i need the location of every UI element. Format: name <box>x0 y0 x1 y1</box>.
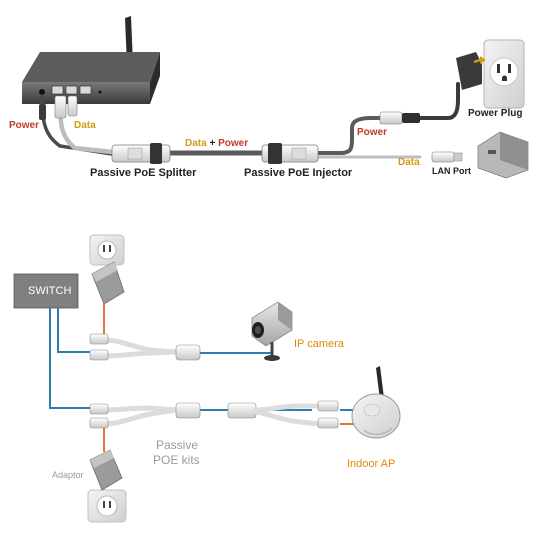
power-outlet-icon <box>456 39 525 109</box>
label-switch: SWITCH <box>28 285 72 297</box>
computer-icon <box>477 131 529 179</box>
label-data-right: Data <box>398 157 420 168</box>
wall-outlet-top-icon <box>89 234 125 266</box>
label-poe-kits: POE kits <box>153 453 200 467</box>
label-power-plug: Power Plug <box>468 108 523 119</box>
label-passive-poe-injector: Passive PoE Injector <box>244 167 353 179</box>
bottom-diagram <box>13 234 401 523</box>
label-plus: + <box>206 138 219 149</box>
bottom-wires <box>49 302 361 452</box>
top-main-cable <box>167 82 460 159</box>
label-power-right: Power <box>357 127 388 138</box>
poe-splitter-device <box>111 143 171 164</box>
power-adapter-top-icon <box>91 261 125 305</box>
label-power-mid: Power <box>218 138 249 149</box>
switch-box <box>13 273 79 309</box>
label-passive-poe-splitter: Passive PoE Splitter <box>90 167 197 179</box>
label-adaptor: Adaptor <box>52 470 84 480</box>
ip-camera-icon <box>251 301 293 361</box>
label-data-mid: Data <box>185 138 207 149</box>
top-diagram <box>22 16 529 179</box>
label-data-plus-power: Data + Power <box>185 139 248 149</box>
poe-kit-ap <box>89 400 339 429</box>
label-power-left: Power <box>9 120 40 131</box>
label-ip-camera: IP camera <box>294 338 344 350</box>
lan-plug-icon <box>431 151 463 163</box>
power-jack-icon <box>379 111 420 125</box>
power-adapter-bottom-icon <box>89 449 123 491</box>
poe-injector-device <box>261 143 319 164</box>
router-plugs <box>39 95 78 120</box>
label-data-left: Data <box>74 120 96 131</box>
wall-outlet-bottom-icon <box>87 489 127 523</box>
label-lan-port: LAN Port <box>432 166 471 176</box>
indoor-ap-icon <box>351 366 401 439</box>
label-indoor-ap: Indoor AP <box>347 458 396 470</box>
label-passive: Passive <box>156 438 199 452</box>
poe-kit-camera <box>89 333 201 361</box>
router-icon <box>22 16 160 104</box>
